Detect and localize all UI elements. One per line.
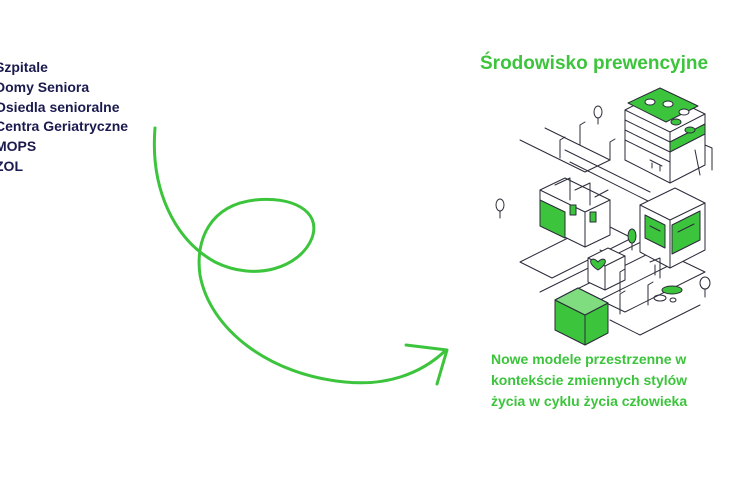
caption-line: życia w cyklu życia człowieka (491, 393, 688, 409)
illustration-caption: Nowe modele przestrzenne w kontekście zm… (491, 349, 687, 412)
institution-item: MOPS (0, 138, 37, 155)
institution-item: ZOL (0, 157, 23, 174)
illustration-title: Środowisko prewencyjne (480, 53, 709, 74)
caption-line: Nowe modele przestrzenne w (491, 351, 687, 367)
institution-list: Szpitale Domy Seniora Osiedla senioralne… (0, 58, 128, 177)
institution-item: Szpitale (0, 59, 48, 75)
institution-item: Osiedla senioralne (0, 98, 120, 115)
institution-item: Domy Seniora (0, 78, 90, 95)
institution-item: Centra Geriatryczne (0, 118, 129, 135)
caption-line: kontekście zmiennych stylów (491, 372, 688, 388)
